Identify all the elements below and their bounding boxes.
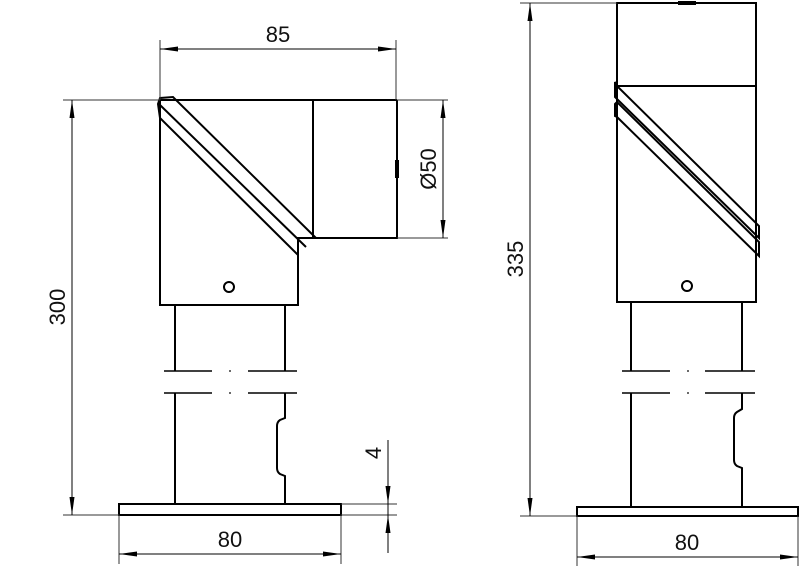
outlet-pipe [312, 100, 398, 239]
diagonal-band [156, 95, 319, 258]
side-diagonal-band [614, 81, 760, 259]
side-body [616, 2, 757, 303]
dimension-80-front-label: 80 [218, 527, 242, 552]
side-post-right-lower [733, 393, 743, 507]
front-view: 85 Ø50 300 80 [45, 22, 448, 564]
side-base-plate [576, 506, 799, 517]
dimension-335-label: 335 [503, 241, 528, 278]
screw-hole [223, 281, 235, 293]
dimension-4: 4 [341, 440, 397, 553]
dimension-diameter-50: Ø50 [397, 99, 448, 239]
dimension-300-label: 300 [45, 289, 70, 326]
side-view: 335 80 [503, 1, 799, 566]
dimension-300: 300 [45, 99, 160, 516]
post-right-lower [276, 393, 286, 504]
dimension-335: 335 [503, 2, 617, 517]
dimension-85: 85 [159, 22, 397, 100]
dimension-80-front: 80 [118, 515, 342, 564]
base-plate [118, 503, 342, 516]
dimension-4-label: 4 [361, 447, 386, 459]
side-break-lines [622, 370, 755, 394]
break-lines [164, 370, 297, 394]
dimension-80-side-label: 80 [675, 530, 699, 555]
dimension-80-side: 80 [576, 516, 799, 566]
side-screw-hole [681, 280, 693, 292]
dimension-85-label: 85 [266, 22, 290, 47]
elbow-body [159, 100, 299, 306]
dimension-50-label: Ø50 [416, 148, 441, 190]
